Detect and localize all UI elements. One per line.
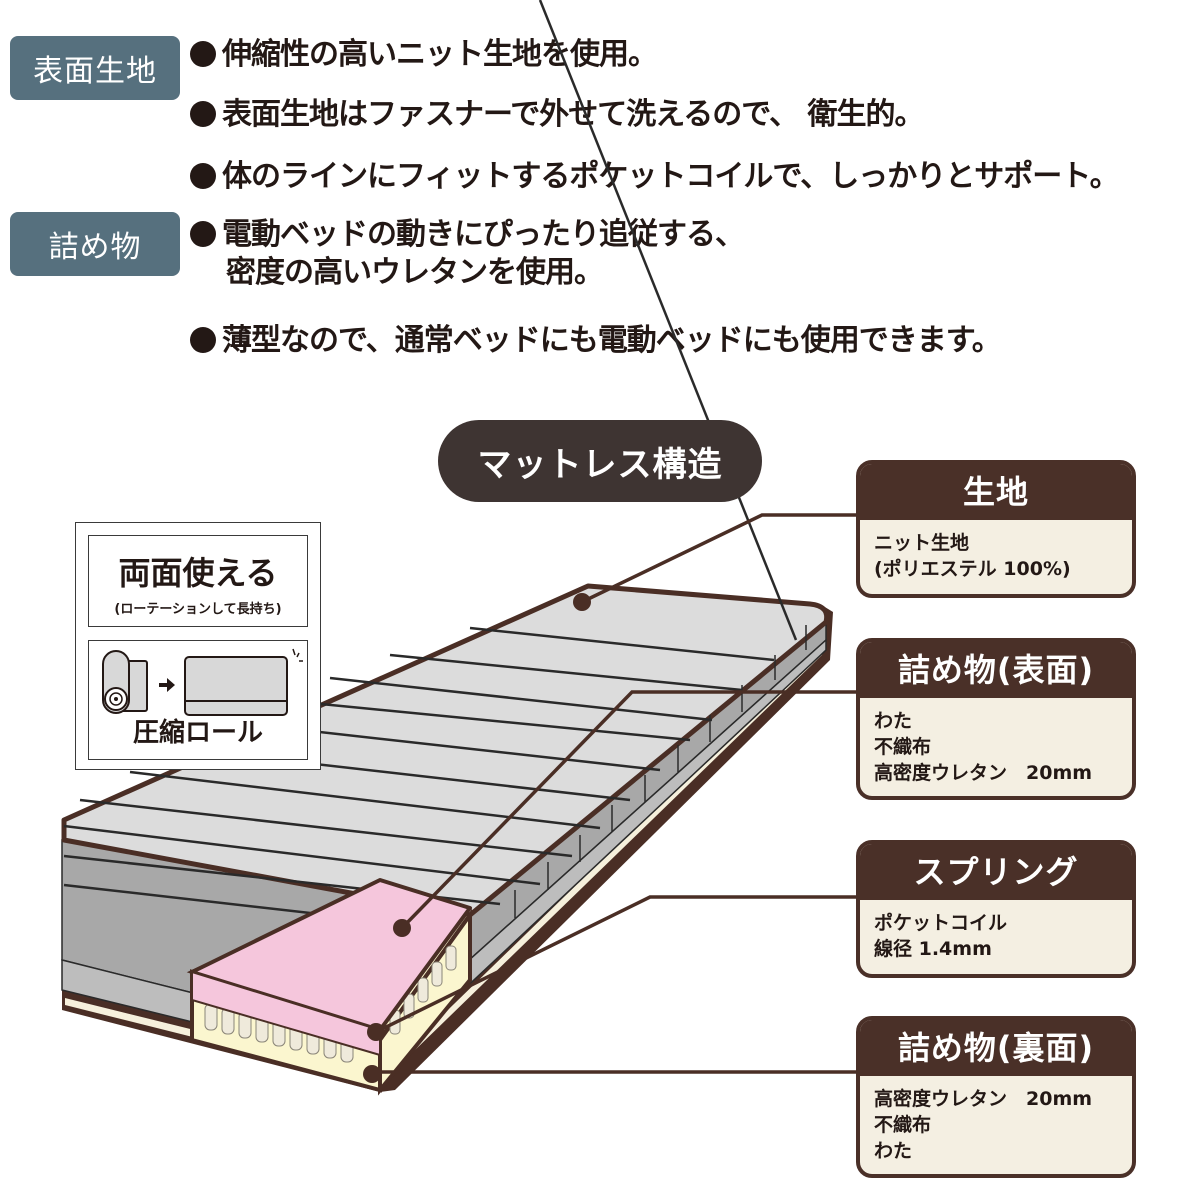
layer-details: 高密度ウレタン 20mm 不織布 わた [874,1088,1093,1162]
layer-card-bottom-filling: 詰め物(裏面) 高密度ウレタン 20mm 不織布 わた [856,1016,1136,1178]
flat-mattress-icon [184,648,303,716]
layer-details: わた 不織布 高密度ウレタン 20mm [874,710,1093,784]
reversible-box: 両面使える (ローテーションして長持ち) [88,535,308,627]
layer-card-fabric: 生地 ニット生地 (ポリエステル 100%) [856,460,1136,598]
bullet-dot-icon [190,221,216,247]
feature-bullet-urethane: 電動ベッドの動きにぴったり追従する、 密度の高いウレタンを使用。 [190,216,745,292]
layer-title: 詰め物(裏面) [860,1020,1132,1076]
compressed-roll-label: 圧縮ロール [132,718,263,748]
features-info-box: 両面使える (ローテーションして長持ち) 圧縮ロール [75,522,321,770]
layer-card-spring: スプリング ポケットコイル 線径 1.4mm [856,840,1136,978]
rolled-mattress-icon [102,650,148,714]
compressed-roll-box: 圧縮ロール [88,640,308,760]
bullet-dot-icon [190,101,216,127]
diagram-title: マットレス構造 [438,420,762,502]
layer-details: ポケットコイル 線径 1.4mm [874,912,1008,960]
layer-card-top-filling: 詰め物(表面) わた 不織布 高密度ウレタン 20mm [856,638,1136,800]
reversible-note: (ローテーションして長持ち) [114,602,282,617]
arrow-right-icon [159,678,175,692]
feature-bullet-thin: 薄型なので、通常ベッドにも電動ベッドにも使用できます。 [190,322,1002,360]
bullet-dot-icon [190,327,216,353]
feature-bullet-pocket-coil: 体のラインにフィットするポケットコイルで、しっかりとサポート。 [190,158,1120,196]
feature-bullet-washable: 表面生地はファスナーで外せて洗えるので、 衛生的。 [190,96,925,134]
layer-title: スプリング [860,844,1132,900]
feature-bullet-stretch: 伸縮性の高いニット生地を使用。 [190,36,658,74]
fabric-tag: 表面生地 [10,36,180,100]
layer-title: 詰め物(表面) [860,642,1132,698]
bullet-dot-icon [190,163,216,189]
layer-details: ニット生地 (ポリエステル 100%) [874,532,1071,580]
bullet-dot-icon [190,41,216,67]
filling-tag: 詰め物 [10,212,180,276]
reversible-title: 両面使える [118,554,278,592]
layer-title: 生地 [860,464,1132,520]
